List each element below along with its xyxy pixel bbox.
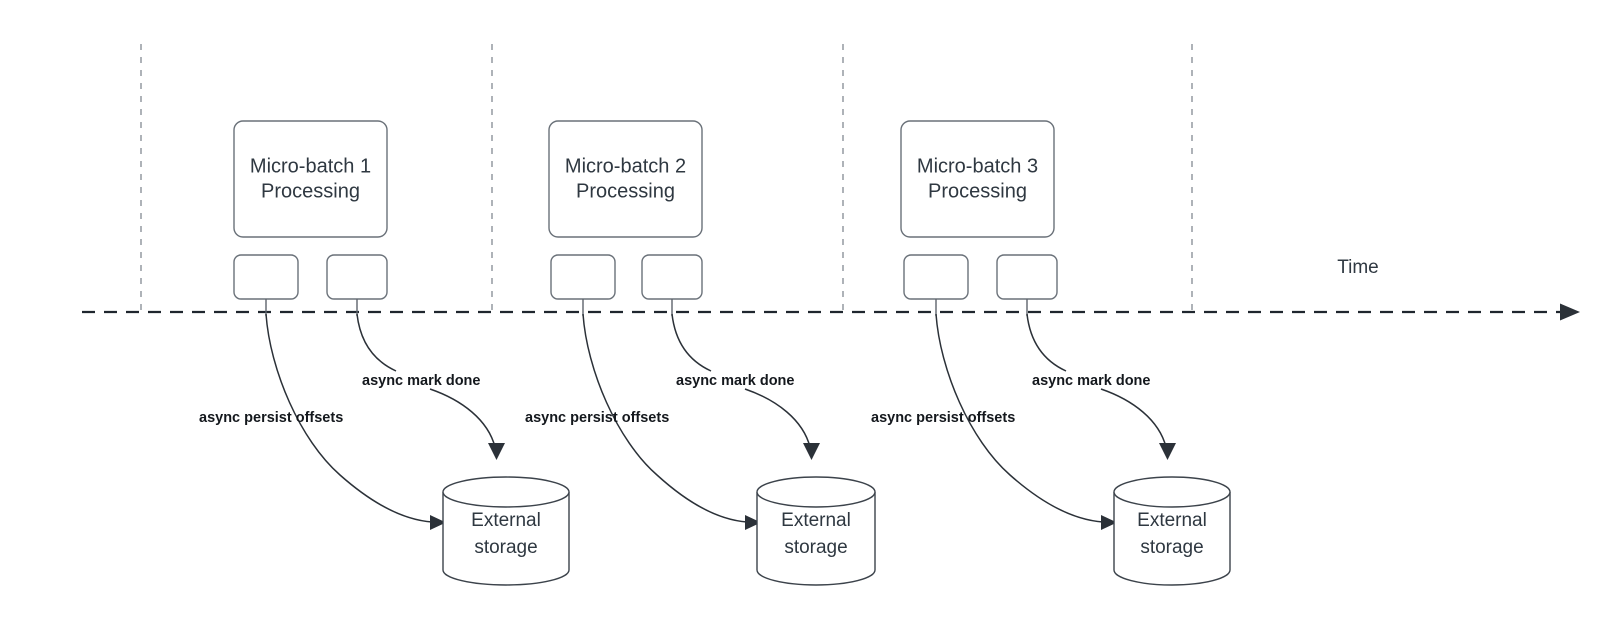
async-persist-offsets-1-edge[interactable] (265, 313, 433, 523)
async-persist-offsets-1-arrowhead (430, 515, 446, 530)
micro-batch-1-box[interactable] (233, 120, 388, 238)
async-mark-done-1-arrowhead (488, 443, 505, 460)
async-mark-done-3-edge[interactable] (1026, 313, 1067, 372)
micro-batch-3-box[interactable] (900, 120, 1055, 238)
external-storage-2[interactable]: External storage (756, 476, 876, 586)
external-storage-3-top (1113, 476, 1231, 508)
async-mark-done-1-edge-tail[interactable] (429, 388, 496, 448)
async-persist-offsets-1-label: async persist offsets (199, 410, 343, 426)
async-mark-done-2-edge[interactable] (671, 313, 712, 372)
task-box-right-3[interactable] (996, 254, 1058, 300)
micro-batch-3-label-line2: Processing (928, 180, 1027, 202)
micro-batch-1-label-line2: Processing (261, 180, 360, 202)
async-mark-done-1-label: async mark done (362, 373, 480, 389)
micro-batch-1-label-line1: Micro-batch 1 (250, 155, 371, 177)
async-mark-done-2-edge-tail[interactable] (744, 388, 811, 448)
async-mark-done-3-label: async mark done (1032, 373, 1150, 389)
async-mark-done-3-edge-tail[interactable] (1100, 388, 1167, 448)
batch-boundary-lines (140, 44, 1193, 312)
time-axis: Time (82, 257, 1580, 321)
micro-batch-2-label-line2: Processing (576, 180, 675, 202)
async-mark-done-2-arrowhead (803, 443, 820, 460)
external-storage-1-label-line1: External (471, 510, 541, 531)
group-3: Micro-batch 3 Processing async persist o… (871, 120, 1231, 586)
external-storage-2-body (756, 492, 876, 586)
group-1: Micro-batch 1 Processing async persist o… (199, 120, 570, 586)
async-persist-offsets-3-arrowhead (1101, 515, 1117, 530)
external-storage-2-top (756, 476, 876, 508)
task-box-left-3[interactable] (903, 254, 969, 300)
external-storage-3[interactable]: External storage (1113, 476, 1231, 586)
async-persist-offsets-3-edge[interactable] (935, 313, 1104, 523)
async-mark-done-3-arrowhead (1159, 443, 1176, 460)
async-persist-offsets-2-edge[interactable] (582, 313, 748, 523)
async-persist-offsets-2-arrowhead (745, 515, 761, 530)
external-storage-2-label-line2: storage (784, 537, 847, 558)
task-box-right-2[interactable] (641, 254, 703, 300)
external-storage-3-label-line1: External (1137, 510, 1207, 531)
time-axis-arrowhead (1560, 303, 1580, 321)
async-persist-offsets-2-label: async persist offsets (525, 410, 669, 426)
external-storage-2-label-line1: External (781, 510, 851, 531)
async-persist-offsets-3-label: async persist offsets (871, 410, 1015, 426)
micro-batch-3-label-line1: Micro-batch 3 (917, 155, 1038, 177)
external-storage-1[interactable]: External storage (442, 476, 570, 586)
task-box-right-1[interactable] (326, 254, 388, 300)
time-axis-label: Time (1337, 257, 1379, 278)
external-storage-1-body (442, 492, 570, 586)
task-box-left-2[interactable] (550, 254, 616, 300)
micro-batch-2-label-line1: Micro-batch 2 (565, 155, 686, 177)
async-mark-done-2-label: async mark done (676, 373, 794, 389)
external-storage-3-label-line2: storage (1140, 537, 1203, 558)
async-mark-done-1-edge[interactable] (356, 313, 397, 372)
external-storage-1-top (442, 476, 570, 508)
external-storage-3-body (1113, 492, 1231, 586)
task-box-left-1[interactable] (233, 254, 299, 300)
group-2: Micro-batch 2 Processing async persist o… (525, 120, 876, 586)
external-storage-1-label-line2: storage (474, 537, 537, 558)
micro-batch-2-box[interactable] (548, 120, 703, 238)
